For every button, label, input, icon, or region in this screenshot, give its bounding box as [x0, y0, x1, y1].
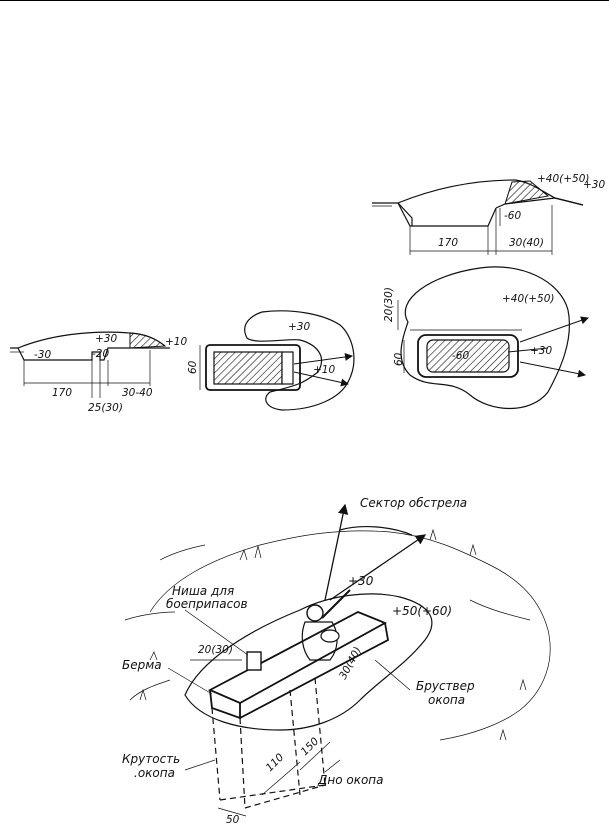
label-dim-150: 150	[299, 735, 322, 758]
label-parapet: +40(+50)	[502, 293, 555, 305]
label-slope-line1: Крутость	[122, 752, 180, 766]
label-slope-line2: .окопа	[134, 766, 175, 780]
label-lower-width: 170	[52, 387, 72, 399]
label-lower-step: -20	[92, 348, 109, 360]
label-depth: -60	[504, 210, 521, 222]
label-berm-iso: Берма	[122, 658, 162, 672]
label-lower-niche: 25(30)	[88, 402, 123, 414]
label-parapet-height: +40(+50)	[537, 173, 590, 185]
label-ammo-niche-line2: боеприпасов	[166, 597, 248, 611]
lower-profile-diagram: +30 +10 -30 -20 170 25(30) 30-40	[10, 331, 187, 414]
label-plan-front: +10	[313, 364, 335, 376]
label-lower-front: +10	[165, 336, 187, 348]
label-parapet-30: +30	[348, 574, 374, 588]
label-pit-depth: -60	[452, 350, 469, 362]
lower-plan-diagram: +30 +10 60	[187, 310, 355, 411]
label-plan-width: 60	[393, 352, 405, 366]
page-top-rule	[0, 0, 609, 1]
label-low-parapet: +30	[530, 345, 552, 357]
label-berm: 30(40)	[509, 237, 544, 249]
label-lower-parapet: +30	[95, 333, 117, 345]
label-lower-berm: 30-40	[122, 387, 153, 399]
label-width-top: 30(40)	[337, 645, 364, 681]
label-parapet-50: +50(+60)	[392, 604, 452, 618]
upper-profile-diagram: +40(+50) +30 -60 170 30(40)	[372, 173, 605, 255]
label-fire-sector: Сектор обстрела	[360, 496, 467, 510]
label-ammo-niche-line1: Ниша для	[172, 584, 234, 598]
label-berm-size: 20(30)	[198, 644, 233, 656]
label-trench-bottom: Дно окопа	[317, 773, 384, 787]
upper-plan-diagram: 20(30) +40(+50) -60 +30 60	[383, 266, 589, 410]
label-lower-depth: -30	[34, 349, 51, 361]
isometric-trench-diagram: Сектор обстрела Ниша для боеприпасов Бер…	[122, 496, 551, 826]
label-breastwork-line1: Бруствер	[416, 679, 475, 693]
label-dim-110: 110	[264, 751, 287, 774]
label-breastwork-line2: окопа	[428, 693, 465, 707]
label-plan-width2: 60	[187, 360, 199, 374]
label-parapet-right: +30	[583, 179, 605, 191]
label-dim-50: 50	[226, 814, 240, 826]
label-side: 20(30)	[383, 287, 395, 322]
label-width: 170	[438, 237, 458, 249]
label-plan-parapet: +30	[288, 321, 310, 333]
